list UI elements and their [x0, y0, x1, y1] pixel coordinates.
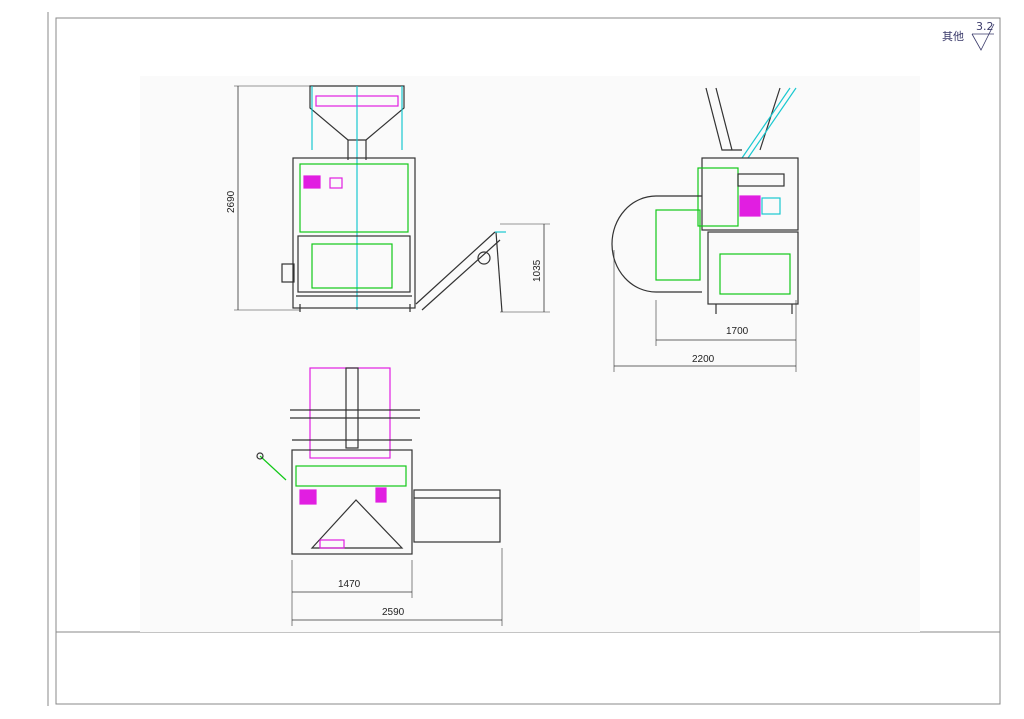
dim-front-height: 2690 — [226, 190, 237, 213]
side-view — [611, 87, 799, 372]
roughness-triangle-icon — [971, 23, 995, 51]
dim-conveyor-height: 1035 — [532, 259, 543, 282]
front-view — [234, 85, 550, 313]
drawing-area — [140, 76, 920, 632]
dim-top-inner: 1470 — [338, 579, 361, 590]
surface-roughness-symbol: 3.2 — [970, 20, 996, 52]
roughness-value: 3.2 — [976, 20, 994, 33]
title-block-corner: 其他 3.2 — [942, 20, 996, 52]
dim-top-outer: 2590 — [382, 607, 405, 618]
dim-side-outer: 2200 — [692, 354, 715, 365]
dim-side-inner: 1700 — [726, 326, 749, 337]
top-view — [256, 367, 503, 626]
title-block-label: 其他 — [942, 30, 964, 43]
